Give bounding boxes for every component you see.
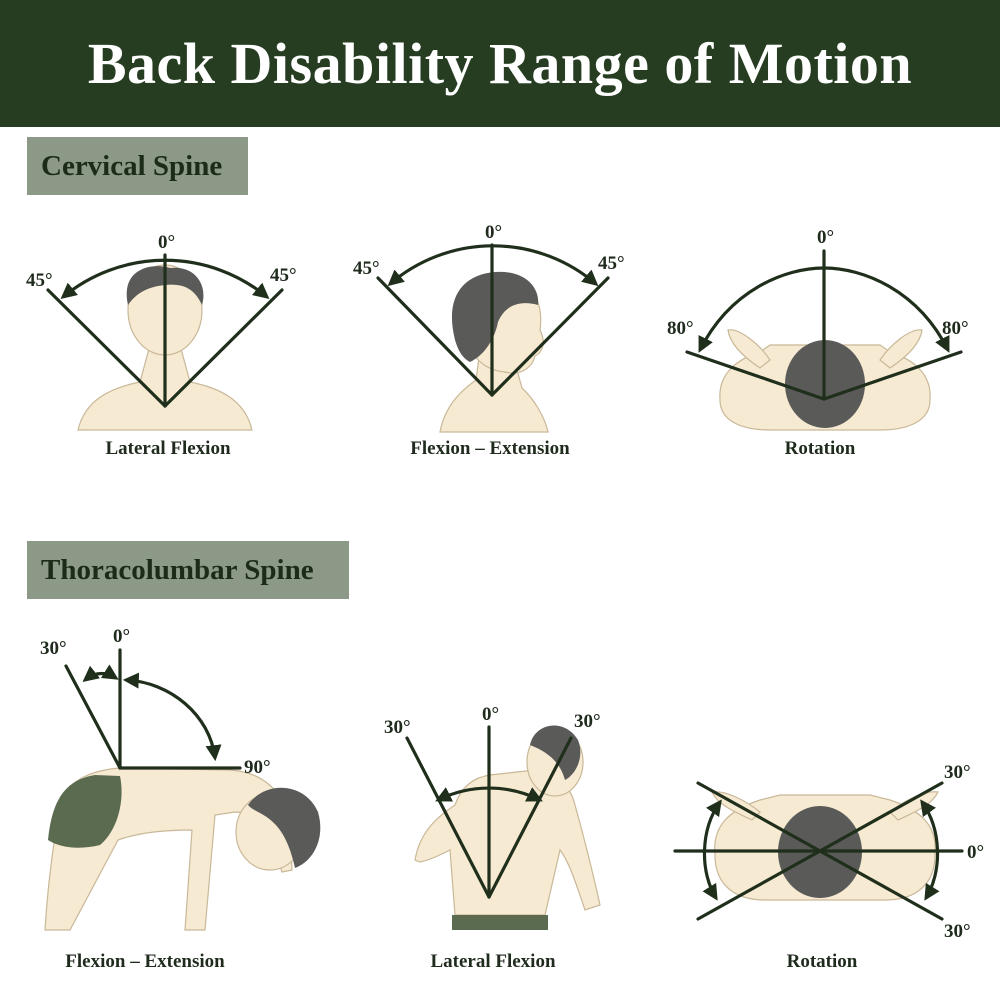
angle-label-left: 45°: [26, 270, 53, 291]
angle-label-right: 45°: [270, 265, 297, 286]
angle-label-bottom: 30°: [944, 921, 971, 942]
section-label-thoracolumbar-spine: Thoracolumbar Spine: [27, 541, 349, 599]
section-label-text: Thoracolumbar Spine: [41, 553, 314, 586]
angle-label-left: 80°: [667, 318, 694, 339]
angle-label-right: 45°: [598, 253, 625, 274]
angle-ray-left: [405, 736, 491, 899]
angle-ray-right: [163, 288, 284, 408]
figure-caption: Lateral Flexion: [105, 438, 230, 459]
figure-thoracolumbar-rotation: 30° 0° 30° Rotation: [673, 762, 984, 972]
figure-thoracolumbar-lateral-flexion: 30° 0° 30° Lateral Flexion: [384, 704, 601, 972]
angle-ray-left: [64, 664, 122, 770]
person-top-view-illustration: [719, 329, 931, 431]
angle-label-center: 0°: [482, 704, 499, 725]
range-arc-right-with-arrowheads: [920, 799, 940, 901]
page-title: Back Disability Range of Motion: [87, 31, 913, 96]
range-arc-with-arrowheads: [435, 786, 543, 802]
angle-label-center: 0°: [817, 227, 834, 248]
figure-cervical-flexion-extension: 45° 0° 45° Flexion – Extension: [353, 222, 625, 459]
figure-thoracolumbar-flexion-extension: 30° 0° 90° Flexion – Extension: [40, 626, 321, 972]
angle-label-center: 0°: [158, 232, 175, 253]
figure-caption: Rotation: [785, 438, 856, 459]
angle-label-top: 30°: [944, 762, 971, 783]
angle-label-right: 90°: [244, 757, 271, 778]
person-side-head-illustration: [439, 271, 549, 433]
figure-caption: Lateral Flexion: [430, 951, 555, 972]
extension-arc-with-arrowheads: [82, 664, 119, 682]
angle-label-left: 45°: [353, 258, 380, 279]
angle-label-middle: 0°: [967, 842, 984, 863]
range-arc-with-arrowheads: [60, 258, 270, 300]
person-bending-forward-illustration: [44, 767, 321, 931]
figure-cervical-lateral-flexion: 45° 0° 45° Lateral Flexion: [26, 232, 297, 459]
angle-label-center: 0°: [113, 626, 130, 647]
figure-caption: Rotation: [787, 951, 858, 972]
angle-label-left: 30°: [40, 638, 67, 659]
person-back-view-illustration: [414, 725, 601, 930]
angle-ray-left: [685, 350, 826, 401]
angle-label-center: 0°: [485, 222, 502, 243]
range-arc-left-with-arrowheads: [702, 799, 722, 901]
angle-label-left: 30°: [384, 717, 411, 738]
angle-ray-right: [822, 350, 963, 401]
angle-ray-right: [487, 736, 573, 899]
figure-caption: Flexion – Extension: [65, 951, 225, 972]
range-arc-with-arrowheads: [387, 244, 599, 287]
range-arc-with-arrowheads: [698, 266, 950, 353]
angle-ray-left: [46, 288, 167, 408]
section-label-cervical-spine: Cervical Spine: [27, 137, 248, 195]
figure-cervical-rotation: 80° 0° 80° Rotation: [667, 227, 969, 459]
angle-label-right: 30°: [574, 711, 601, 732]
section-label-text: Cervical Spine: [41, 149, 223, 182]
page-header: Back Disability Range of Motion: [0, 0, 1000, 127]
angle-ray-right: [490, 276, 610, 397]
flexion-arc-with-arrowheads: [122, 672, 222, 762]
angle-ray-diagonal-up: [696, 781, 944, 921]
angle-label-right: 80°: [942, 318, 969, 339]
figure-caption: Flexion – Extension: [410, 438, 570, 459]
angle-ray-left: [376, 276, 494, 397]
